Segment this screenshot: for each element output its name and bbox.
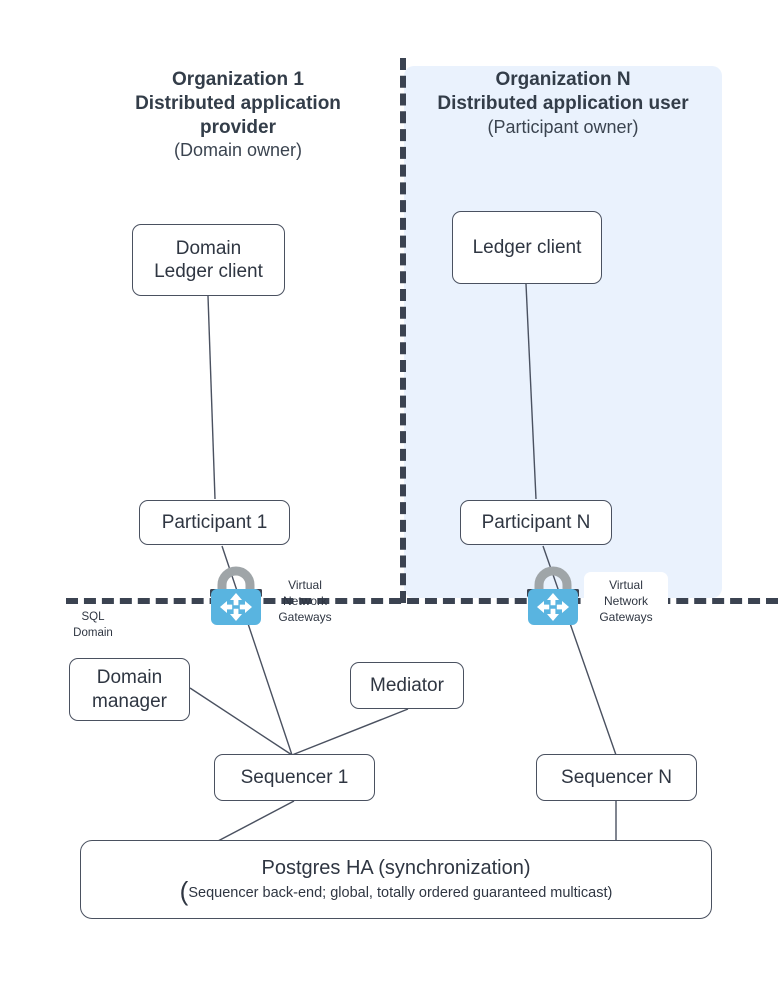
virtual-network-gateway-icon-left[interactable] bbox=[210, 566, 262, 628]
zone-title-org-n: Organization N Distributed application u… bbox=[404, 68, 722, 138]
domain-manager-line1: Domain bbox=[96, 667, 163, 689]
gateway-label-right: Virtual Network Gateways bbox=[584, 572, 668, 632]
zone-n-subtitle: (Participant owner) bbox=[487, 116, 639, 137]
gateway-right-label-line1: Virtual bbox=[609, 578, 643, 592]
sql-domain-line1: SQL bbox=[81, 611, 105, 623]
node-domain-manager[interactable]: Domain manager bbox=[69, 658, 190, 721]
node-postgres-ha[interactable]: Postgres HA (synchronization) (Sequencer… bbox=[80, 840, 712, 919]
zone-1-title-line2: Distributed application bbox=[135, 92, 341, 114]
postgres-open-paren: ( bbox=[179, 876, 189, 907]
zone-title-org-1: Organization 1 Distributed application p… bbox=[78, 68, 398, 162]
vertical-dashed-separator bbox=[400, 58, 406, 603]
gateway-label-left: Virtual Network Gateways bbox=[272, 578, 338, 625]
ledger-client-n-label: Ledger client bbox=[472, 236, 582, 258]
zone-1-title-line3: provider bbox=[199, 116, 277, 138]
gateway-left-label-line3: Gateways bbox=[278, 609, 332, 624]
zone-1-title-line1: Organization 1 bbox=[172, 69, 304, 90]
mediator-label: Mediator bbox=[370, 674, 444, 696]
node-domain-ledger-client[interactable]: Domain Ledger client bbox=[132, 224, 285, 296]
sequencer-n-label: Sequencer N bbox=[561, 766, 672, 788]
domain-ledger-client-line2: Ledger client bbox=[154, 261, 263, 282]
gateway-right-label-line2: Network bbox=[603, 593, 648, 608]
node-sequencer-n[interactable]: Sequencer N bbox=[536, 754, 697, 801]
node-participant-1[interactable]: Participant 1 bbox=[139, 500, 290, 545]
sql-domain-label: SQL Domain bbox=[62, 610, 124, 641]
postgres-subtitle: (Sequencer back-end; global, totally ord… bbox=[180, 878, 613, 904]
node-participant-n[interactable]: Participant N bbox=[460, 500, 612, 545]
zone-n-title-line1: Organization N bbox=[495, 69, 631, 90]
participant-n-label: Participant N bbox=[481, 511, 591, 533]
sql-domain-line2: Domain bbox=[73, 626, 113, 639]
node-sequencer-1[interactable]: Sequencer 1 bbox=[214, 754, 375, 801]
zone-n-title-line2: Distributed application user bbox=[437, 92, 689, 114]
horizontal-dashed-separator bbox=[66, 598, 778, 604]
virtual-network-gateway-icon-right[interactable] bbox=[527, 566, 579, 628]
zone-1-subtitle: (Domain owner) bbox=[173, 140, 303, 161]
gateway-right-label-line3: Gateways bbox=[599, 609, 653, 624]
postgres-title: Postgres HA (synchronization) bbox=[261, 856, 531, 879]
node-ledger-client-n[interactable]: Ledger client bbox=[452, 211, 602, 284]
gateway-left-label-line1: Virtual bbox=[288, 578, 322, 592]
postgres-subtitle-text: Sequencer back-end; global, totally orde… bbox=[188, 885, 613, 902]
domain-manager-line2: manager bbox=[92, 690, 167, 712]
domain-ledger-client-line1: Domain bbox=[175, 237, 242, 259]
gateway-left-label-line2: Network bbox=[282, 593, 327, 608]
sequencer-1-label: Sequencer 1 bbox=[240, 766, 349, 788]
participant-1-label: Participant 1 bbox=[161, 511, 268, 533]
node-mediator[interactable]: Mediator bbox=[350, 662, 464, 709]
